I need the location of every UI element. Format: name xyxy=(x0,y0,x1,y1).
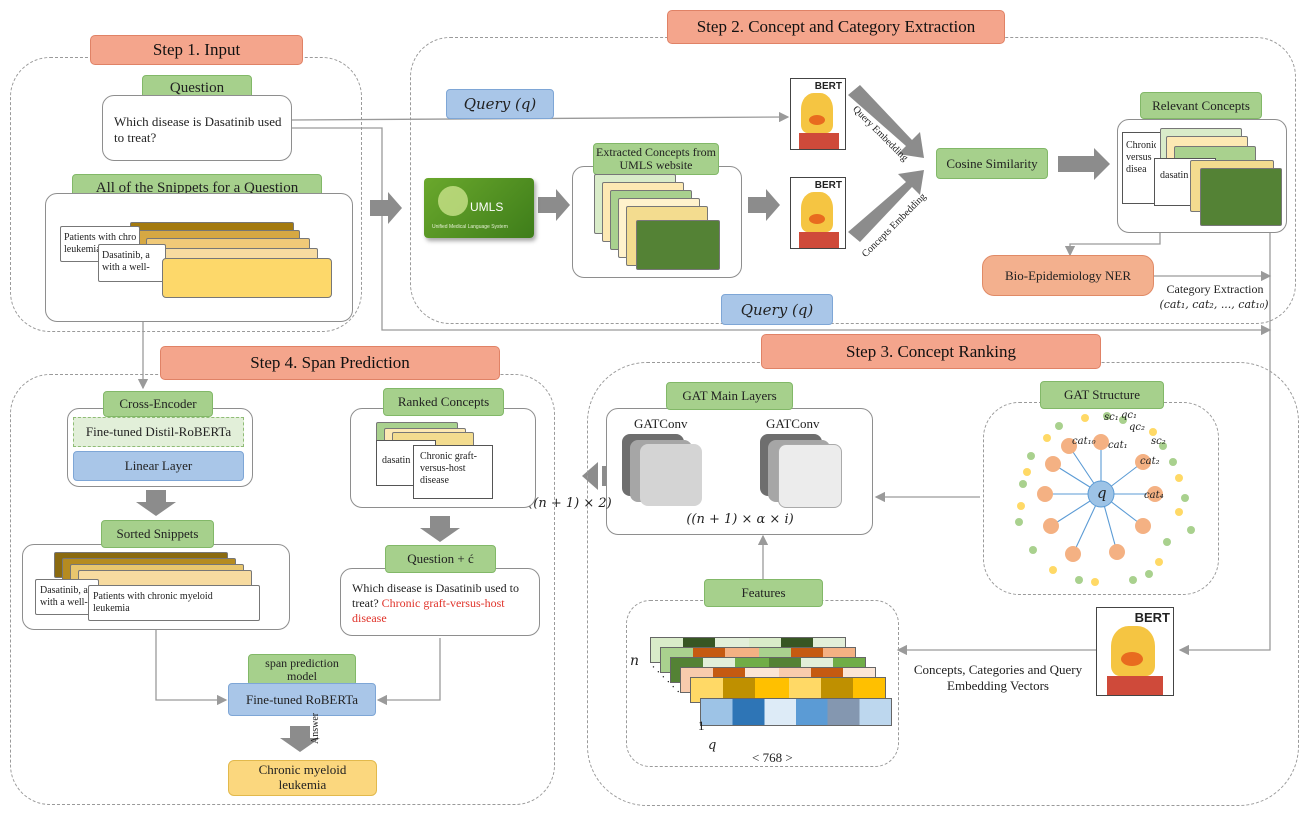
node-q: q xyxy=(1097,484,1107,502)
answer-arrow-label: Answer xyxy=(310,712,321,744)
snippets-label: All of the Snippets for a Question xyxy=(72,174,322,204)
gat-structure-label: GAT Structure xyxy=(1040,381,1164,409)
bert-query-icon: BERT xyxy=(790,78,846,150)
ranked-page-front xyxy=(413,445,493,499)
relevant-card-front xyxy=(1200,168,1282,226)
distil-roberta-box: Fine-tuned Distil-RoBERTa xyxy=(73,417,244,447)
gatconv-label-2: GATConv xyxy=(766,416,820,431)
feature-1-label: 1 xyxy=(698,718,705,733)
relevant-concepts-label: Relevant Concepts xyxy=(1140,92,1262,119)
ranked-text: dasatin xyxy=(382,455,411,466)
node-qc2: qc₂ xyxy=(1129,422,1146,433)
gatconv-layer-2 xyxy=(778,444,842,508)
umls-logo: UMLS Unified Medical Language System xyxy=(424,178,534,238)
sorted-snippets-label: Sorted Snippets xyxy=(101,520,214,548)
roberta-box: Fine-tuned RoBERTa xyxy=(228,683,376,716)
answer-box: Chronic myeloid leukemia xyxy=(228,760,377,796)
question-text: Which disease is Dasatinib used to treat… xyxy=(114,114,282,146)
step1-title: Step 1. Input xyxy=(90,35,303,65)
query-box: Query (q) xyxy=(446,89,554,119)
extracted-concepts-label: Extracted Concepts from UMLS website xyxy=(593,143,719,175)
category-list: (cat₁, cat₂, ..., cat₁₀) xyxy=(1159,298,1269,311)
ner-box: Bio-Epidemiology NER xyxy=(982,255,1154,296)
node-cat4: cat₄ xyxy=(1144,490,1164,501)
bert-caption: Concepts, Categories and Query Embedding… xyxy=(913,662,1083,694)
question-c-text: Which disease is Dasatinib used to treat… xyxy=(352,581,519,625)
category-extraction-label: Category Extraction xyxy=(1166,282,1264,296)
node-cat10: cat₁₀ xyxy=(1072,436,1096,447)
gat-main-label: GAT Main Layers xyxy=(666,382,793,410)
step2-title: Step 2. Concept and Category Extraction xyxy=(667,10,1005,44)
question-box xyxy=(102,95,292,161)
feature-dim-label: < 768 > xyxy=(752,750,793,765)
feature-row-query xyxy=(700,698,892,726)
features-label: Features xyxy=(704,579,823,607)
tree-icon xyxy=(438,186,468,216)
sorted-card-front xyxy=(88,585,260,621)
cross-encoder-label: Cross-Encoder xyxy=(103,391,213,417)
umls-logo-text: UMLS xyxy=(470,200,504,214)
umls-logo-subtitle: Unified Medical Language System xyxy=(432,224,508,230)
span-model-label: span prediction model xyxy=(248,654,356,686)
snippet-card-front xyxy=(162,258,332,298)
node-qc1: qc₁ xyxy=(1121,410,1138,421)
gat-dim-label: ((n + 1) × α × i) xyxy=(686,512,794,527)
step3-title: Step 3. Concept Ranking xyxy=(761,334,1101,369)
sorted-text: Patients with chronic myeloid leukemia xyxy=(93,591,213,614)
cosine-similarity-box: Cosine Similarity xyxy=(936,148,1048,179)
gatconv-layer-1 xyxy=(640,444,702,506)
answer-text: Chronic myeloid leukemia xyxy=(258,762,347,792)
snippet-card xyxy=(98,244,166,282)
node-cat2: cat₂ xyxy=(1140,456,1160,467)
gat-graph xyxy=(1015,412,1195,586)
concept-page-front xyxy=(636,220,720,270)
node-sc2: sc₂ xyxy=(1151,436,1166,447)
step4-title: Step 4. Span Prediction xyxy=(160,346,500,380)
node-sc1: sc₁ xyxy=(1104,412,1119,423)
question-c-label: Question + ć xyxy=(385,545,496,573)
linear-layer-box: Linear Layer xyxy=(73,451,244,481)
output-dim-label: ((n + 1) × 2) xyxy=(528,496,612,511)
ranked-text: Chronic graft-versus-host disease xyxy=(420,451,477,486)
feature-q-label: q xyxy=(708,738,717,753)
bert-embedding-icon: BERT xyxy=(1096,607,1174,696)
relevant-text: dasatin xyxy=(1160,170,1189,181)
question-c-box xyxy=(340,568,540,636)
feature-n-label: n xyxy=(630,653,640,669)
ranked-concepts-label: Ranked Concepts xyxy=(383,388,504,416)
query-box-2: Query (q) xyxy=(721,294,833,325)
bert-concepts-icon: BERT xyxy=(790,177,846,249)
gatconv-label-1: GATConv xyxy=(634,416,688,431)
node-cat1: cat₁ xyxy=(1108,440,1128,451)
